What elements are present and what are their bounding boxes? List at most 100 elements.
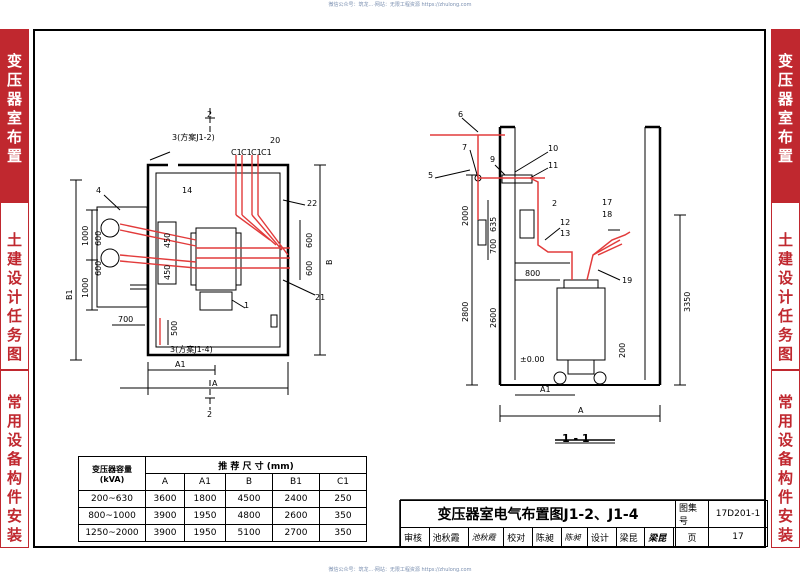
drawing-title: 变压器室电气布置图J1-2、J1-4: [400, 500, 676, 528]
title-block: 变压器室电气布置图J1-2、J1-4 图集号 17D201-1 审核 池秋霞 池…: [400, 500, 768, 547]
table-cell: 1950: [184, 507, 226, 525]
section-dim-2600: 2600: [489, 308, 498, 328]
left-tab-3-label: 常用设备构件安装: [6, 393, 22, 544]
section-callout-5: 5: [428, 171, 433, 180]
plan-dim-a: A: [212, 379, 218, 388]
plan-dim-700: 700: [118, 315, 133, 324]
section-title: 1 - 1: [562, 432, 590, 445]
section-callout-17: 17: [602, 198, 612, 207]
plan-dim-b1: B1: [65, 289, 74, 300]
table-cell: 2600: [272, 507, 320, 525]
table-cell: 4800: [225, 507, 273, 525]
page-label: 页: [675, 527, 709, 547]
table-col-c1: C1: [319, 473, 367, 491]
plan-callout-14: 14: [182, 186, 192, 195]
table-header-group: 推 荐 尺 寸 (mm): [145, 456, 367, 474]
section-dim-700: 700: [489, 239, 498, 254]
table-col-b1: B1: [272, 473, 320, 491]
section-callout-12: 12: [560, 218, 570, 227]
right-tab-2[interactable]: 土建设计任务图: [771, 202, 800, 370]
plan-callout-c1-3: C1: [251, 148, 262, 157]
table-cell: 1800: [184, 490, 226, 508]
plan-callout-20: 20: [270, 136, 280, 145]
table-cell: 3900: [145, 507, 185, 525]
plan-callout-3a: 3(方案J1-2): [172, 132, 215, 142]
atlas-number: 17D201-1: [708, 500, 768, 528]
section-dim-3350: 3350: [683, 292, 692, 312]
plan-dim-b: B: [325, 260, 334, 266]
table-cell: 4500: [225, 490, 273, 508]
plan-callout-4: 4: [96, 186, 101, 195]
watermark-top: 微信公众号：筑龙...·网站：无限工程资源 https://zhulong.co…: [328, 2, 472, 8]
table-cell: 1950: [184, 524, 226, 542]
table-cell: 800~1000: [78, 507, 146, 525]
check-label: 校对: [503, 527, 533, 547]
section-dim-2800: 2800: [461, 302, 470, 322]
plan-callout-3b: 3(方案J1-4): [170, 344, 213, 354]
check-signature: 陈昶: [560, 527, 588, 547]
right-tab-3[interactable]: 常用设备构件安装: [771, 370, 800, 548]
watermark-bottom: 微信公众号：筑龙...·网站：无限工程资源 https://zhulong.co…: [328, 567, 472, 573]
plan-dim-1000a: 1000: [81, 226, 90, 246]
section-dim-a: A: [578, 406, 584, 415]
plan-callout-22: 22: [307, 199, 317, 208]
table-cell: 2700: [272, 524, 320, 542]
plan-section-mark-top: 2: [207, 110, 212, 119]
section-callout-2: 2: [552, 199, 557, 208]
plan-dim-600d: 600: [305, 261, 314, 276]
table-cell: 350: [319, 524, 367, 542]
section-callout-11: 11: [548, 161, 558, 170]
left-tab-2-label: 土建设计任务图: [6, 231, 22, 363]
table-cell: 3600: [145, 490, 185, 508]
plan-dim-a1: A1: [175, 360, 186, 369]
table-cell: 1250~2000: [78, 524, 146, 542]
check-name: 陈昶: [531, 527, 562, 547]
table-cell: 200~630: [78, 490, 146, 508]
table-row: 800~1000 3900 1950 4800 2600 350: [78, 507, 367, 525]
table-cell: 250: [319, 490, 367, 508]
plan-view: [70, 108, 326, 410]
review-signature: 池秋霞: [467, 527, 505, 547]
review-name: 池秋霞: [428, 527, 469, 547]
plan-callout-21: 21: [315, 293, 325, 302]
plan-dim-600b: 600: [94, 261, 103, 276]
design-name: 梁昆: [615, 527, 646, 547]
left-tab-1[interactable]: 变压器室布置: [0, 29, 29, 202]
section-dim-2000: 2000: [461, 206, 470, 226]
left-tab-1-label: 变压器室布置: [6, 52, 22, 165]
plan-dim-600c: 600: [305, 233, 314, 248]
table-col-a: A: [145, 473, 185, 491]
table-cell: 5100: [225, 524, 273, 542]
left-tab-2[interactable]: 土建设计任务图: [0, 202, 29, 370]
plan-dim-1000b: 1000: [81, 278, 90, 298]
plan-callout-c1-4: C1: [261, 148, 272, 157]
plan-callout-c1-2: C1: [241, 148, 252, 157]
review-label: 审核: [400, 527, 430, 547]
section-callout-9: 9: [490, 155, 495, 164]
table-cell: 3900: [145, 524, 185, 542]
section-dim-200: 200: [618, 343, 627, 358]
section-callout-7: 7: [462, 143, 467, 152]
size-table: 变压器容量 (kVA) 推 荐 尺 寸 (mm) A A1 B B1 C1 20…: [78, 456, 367, 542]
section-callout-10: 10: [548, 144, 558, 153]
plan-section-mark-bottom: 2: [207, 410, 212, 419]
section-callout-6: 6: [458, 110, 463, 119]
plan-callout-1: 1: [244, 301, 249, 310]
design-label: 设计: [586, 527, 617, 547]
table-header-kva: 变压器容量 (kVA): [78, 456, 146, 491]
right-tab-3-label: 常用设备构件安装: [777, 393, 793, 544]
plan-dim-600a: 600: [94, 231, 103, 246]
table-col-b: B: [225, 473, 273, 491]
design-signature: 梁昆: [644, 527, 674, 547]
left-tab-3[interactable]: 常用设备构件安装: [0, 370, 29, 548]
right-tab-1[interactable]: 变压器室布置: [771, 29, 800, 202]
right-tab-1-label: 变压器室布置: [777, 52, 793, 165]
plan-dim-450b: 450: [163, 265, 172, 280]
page-number: 17: [708, 527, 768, 547]
section-dim-635: 635: [489, 217, 498, 232]
table-col-a1: A1: [184, 473, 226, 491]
section-callout-18: 18: [602, 210, 612, 219]
plan-dim-500: 500: [170, 321, 179, 336]
table-row: 1250~2000 3900 1950 5100 2700 350: [78, 524, 367, 542]
